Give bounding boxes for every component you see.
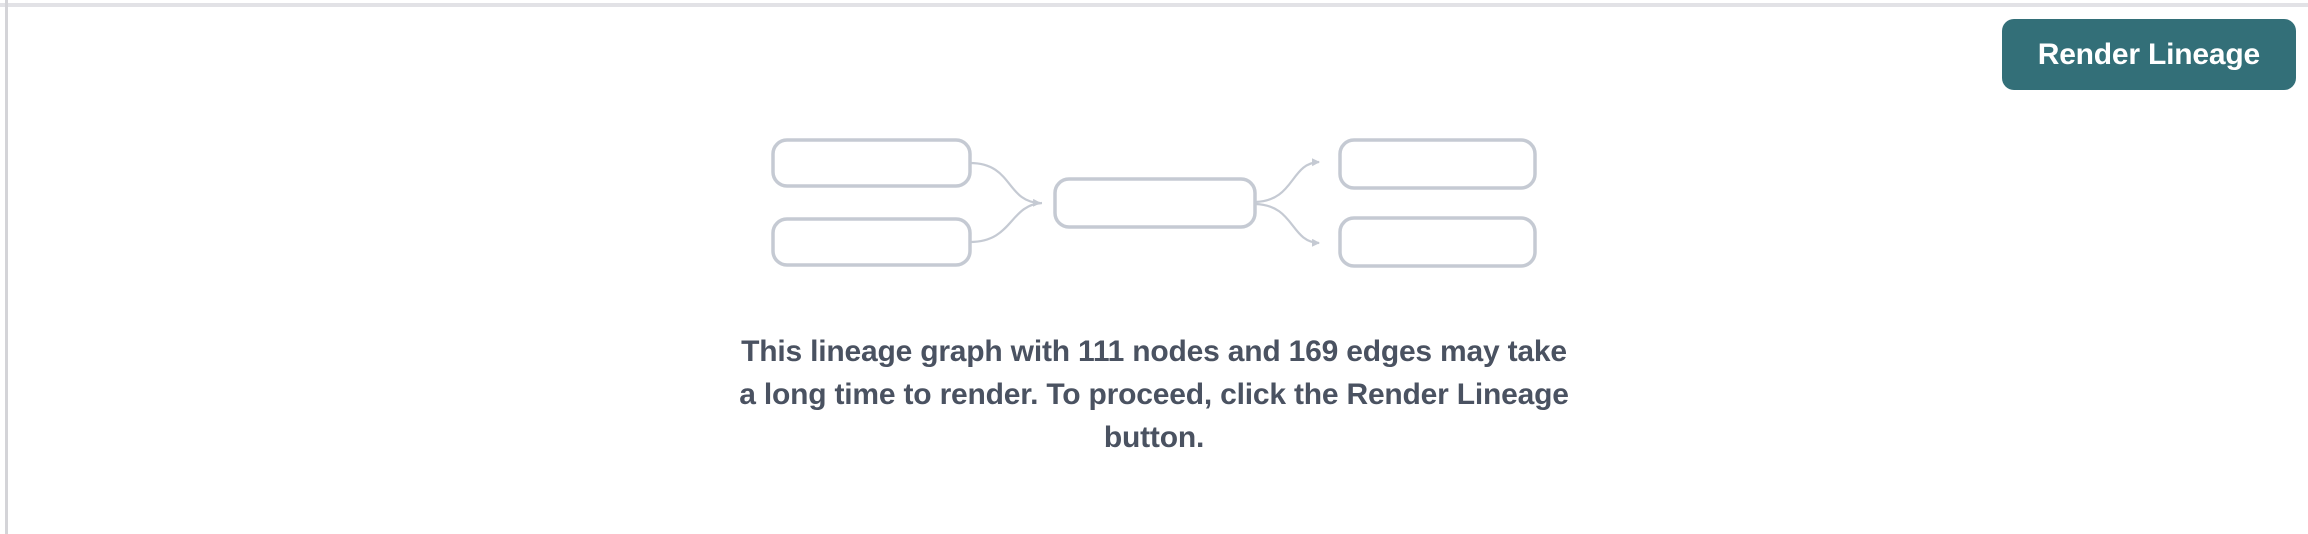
placeholder-edges (969, 158, 1320, 247)
message-line: a long time to render. To proceed, click… (739, 378, 1569, 411)
lineage-placeholder-illustration (771, 138, 1537, 268)
placeholder-node (771, 217, 972, 267)
placeholder-nodes (771, 138, 1537, 268)
message-line: This lineage graph with 111 nodes and 16… (741, 335, 1567, 368)
message-line: button. (1103, 421, 1205, 454)
left-divider (5, 0, 8, 534)
placeholder-node (1338, 138, 1537, 190)
top-divider (0, 3, 2308, 7)
placeholder-node (1053, 177, 1257, 229)
render-lineage-button[interactable]: Render Lineage (2001, 19, 2296, 90)
lineage-warning-message: This lineage graph with 111 nodes and 16… (0, 330, 2308, 459)
placeholder-node (1338, 216, 1537, 268)
placeholder-node (771, 138, 972, 188)
